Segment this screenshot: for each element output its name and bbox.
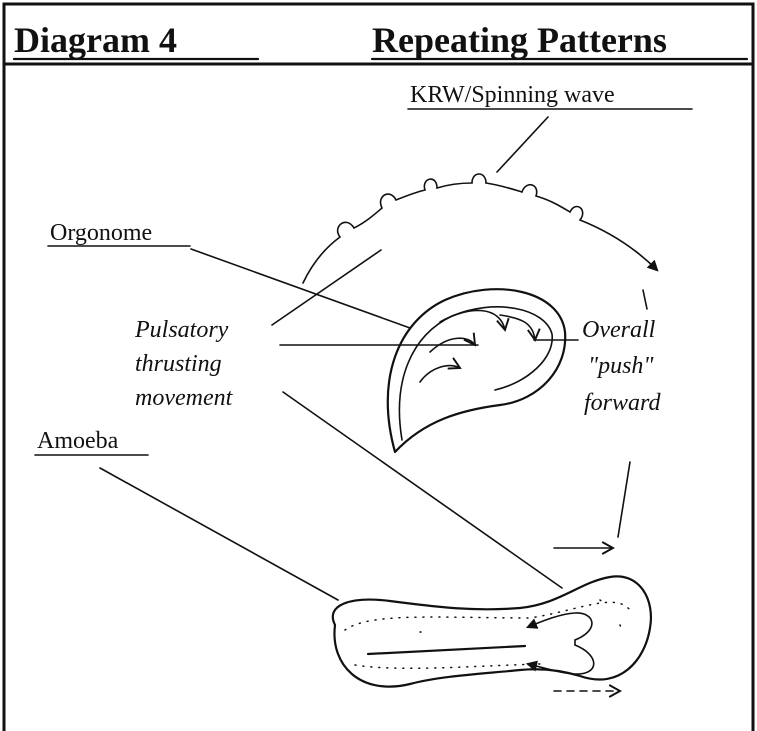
amoeba-leader-line — [100, 468, 338, 600]
wave-pulsatory-leader — [272, 250, 381, 325]
pulsatory-line-3: movement — [135, 385, 234, 411]
orgonome-arrow-4 — [420, 366, 460, 382]
diagram-number-title: Diagram 4 — [14, 20, 177, 60]
orgonome-arrow-2 — [500, 315, 535, 340]
pulsatory-line-1: Pulsatory — [134, 317, 229, 343]
orgonome-shape — [388, 289, 565, 452]
overall-line-1: Overall — [582, 317, 656, 343]
overall-amoeba-leader — [618, 462, 630, 537]
orgonome-label: Orgonome — [50, 220, 152, 246]
krw-label: KRW/Spinning wave — [410, 82, 615, 108]
pulsatory-amoeba-leader — [283, 392, 562, 588]
amoeba-label: Amoeba — [37, 428, 119, 454]
overall-line-3: forward — [584, 390, 661, 416]
diagram-topic-title: Repeating Patterns — [372, 20, 667, 60]
orgonome-arrow-1 — [440, 310, 505, 330]
pulsatory-line-2: thrusting — [135, 351, 222, 377]
amoeba-axis-line — [368, 646, 525, 654]
wave-overall-leader — [643, 290, 647, 309]
amoeba-arrow-upper — [528, 613, 592, 640]
amoeba-shape — [333, 576, 651, 686]
amoeba-inner-contour-2 — [355, 664, 540, 668]
krw-leader-line — [497, 117, 548, 172]
overall-line-2: "push" — [588, 353, 654, 379]
